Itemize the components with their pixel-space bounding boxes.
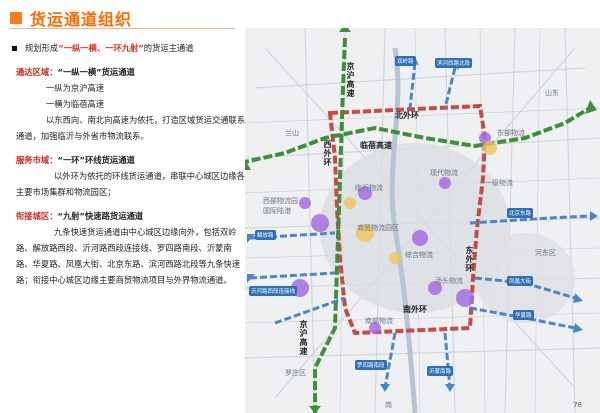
label-north-ring: 北外环 xyxy=(395,111,419,120)
place-label: 岗 xyxy=(385,401,392,409)
place-label: 综合物流 xyxy=(405,251,433,259)
intro-suffix: 的货运主通道 xyxy=(143,43,194,53)
section-desc: “一纵一横”货运通道 xyxy=(57,67,135,77)
intro-line: 规划形成“一纵一横、一环九射”的货运主通道 xyxy=(8,40,248,56)
market-hubs xyxy=(344,141,497,264)
place-label: 现代物流 xyxy=(430,169,458,177)
place-label: 国际陆港 xyxy=(263,207,291,215)
river xyxy=(389,47,418,413)
title-divider xyxy=(10,28,235,29)
text-column: 规划形成“一纵一横、一环九射”的货运主通道 通达区域：“一纵一横”货运通道 一纵… xyxy=(8,40,248,288)
label-fenghuang: 凤凰大街 xyxy=(507,276,534,286)
section-heading: 通达区域：“一纵一横”货运通道 xyxy=(16,64,248,80)
place-label: 罗庄区 xyxy=(285,369,306,377)
place-label: 山东 xyxy=(545,89,559,97)
label-linpei: 临蓓高速 xyxy=(360,141,392,150)
section-paragraph: 以外环为依托的环线货运通道，串联中心城区边缘各主要市场集群和物流园区； xyxy=(16,171,245,197)
section-desc: “九射”快速路货运通道 xyxy=(57,211,144,221)
section-heading: 衔接城区：“九射”快速路货运通道 xyxy=(16,208,248,224)
arrow-icon xyxy=(309,406,321,413)
place-label: 西部物流园 xyxy=(263,197,298,205)
label-beijing-east: 北京东路 xyxy=(507,208,534,218)
place-label: 商贸物流园区 xyxy=(357,224,399,232)
bullet-icon xyxy=(12,45,17,51)
label-jinghu-north: 京沪高速 xyxy=(346,62,355,98)
section-city: 服务市域：“一环”环线货运通道 以外环为依托的环线货运通道，串联中心城区边缘各主… xyxy=(8,152,248,200)
place-label: 一级物流 xyxy=(485,179,513,187)
label-south-ring: 南外环 xyxy=(403,305,427,314)
section-paragraph: 九条快速货运通道由中心城区边缘向外，包括双岭路、解放路西段、沂河路西段连接线、罗… xyxy=(16,227,241,285)
section-label: 通达区域： xyxy=(16,67,58,77)
arrow-icon xyxy=(339,28,351,32)
label-shuangling: 双岭路 xyxy=(395,56,416,66)
arrow-icon xyxy=(245,159,251,170)
place-label: 临沂物流 xyxy=(355,184,383,192)
radial-arrows xyxy=(247,56,598,392)
arrow-icon xyxy=(585,100,597,114)
section-urban: 衔接城区：“九射”快速路货运通道 九条快速货运通道由中心城区边缘向外，包括双岭路… xyxy=(8,208,248,288)
map-canvas xyxy=(245,28,600,413)
title-square-icon xyxy=(10,12,22,24)
place-label: 汤头物流 xyxy=(435,277,463,285)
label-luosi-south: 罗四路南段 xyxy=(355,360,387,370)
title-bar: 货运通道组织 xyxy=(10,6,132,30)
label-yihe-west: 沂河路西段连接线 xyxy=(249,286,298,296)
place-label: 河东区 xyxy=(535,249,556,257)
section-paragraph: 以东西向、南北向高速为依托，打造区域货运交通联系通道，加强临沂与外省市物流联系。 xyxy=(16,115,246,141)
linpei-expressway xyxy=(245,106,592,164)
intro-quote: “一纵一横、一环九射” xyxy=(58,43,144,53)
label-yimeng-south: 沂蒙南路 xyxy=(427,366,454,376)
label-east-ring: 东外环 xyxy=(465,246,474,273)
section-regional: 通达区域：“一纵一横”货运通道 一纵为京沪高速 一横为临蓓高速 以东西向、南北向… xyxy=(8,64,248,144)
section-label: 衔接城区： xyxy=(16,211,58,221)
intro-text: 规划形成“一纵一横、一环九射”的货运主通道 xyxy=(25,40,194,56)
urban-area xyxy=(320,143,510,313)
label-jiefang: 解放路 xyxy=(255,230,276,240)
page-title: 货运通道组织 xyxy=(30,10,133,29)
freight-corridor-map: 京沪高速 北外环 临蓓高速 西外环 东外环 南外环 京沪高速 双岭路 解放路 沂… xyxy=(245,28,600,413)
place-label: 东部物流 xyxy=(497,129,525,137)
section-line: 一横为临蓓高速 xyxy=(46,99,105,109)
intro-prefix: 规划形成 xyxy=(25,43,59,53)
label-jinghu-south: 京沪高速 xyxy=(299,320,308,356)
page-number: 78 xyxy=(573,401,582,409)
section-line: 一纵为京沪高速 xyxy=(46,83,105,93)
label-binhe-west: 滨河西路北段 xyxy=(435,58,473,68)
jinghu-expressway xyxy=(313,37,347,413)
place-label: 南部物流 xyxy=(365,317,393,325)
label-huaxia: 华夏路 xyxy=(513,310,534,320)
section-label: 服务市域： xyxy=(16,155,58,165)
section-desc: “一环”环线货运通道 xyxy=(57,155,135,165)
place-label: 兰山 xyxy=(285,129,299,137)
section-heading: 服务市域：“一环”环线货运通道 xyxy=(16,152,248,168)
label-west-ring: 西外环 xyxy=(323,140,332,167)
